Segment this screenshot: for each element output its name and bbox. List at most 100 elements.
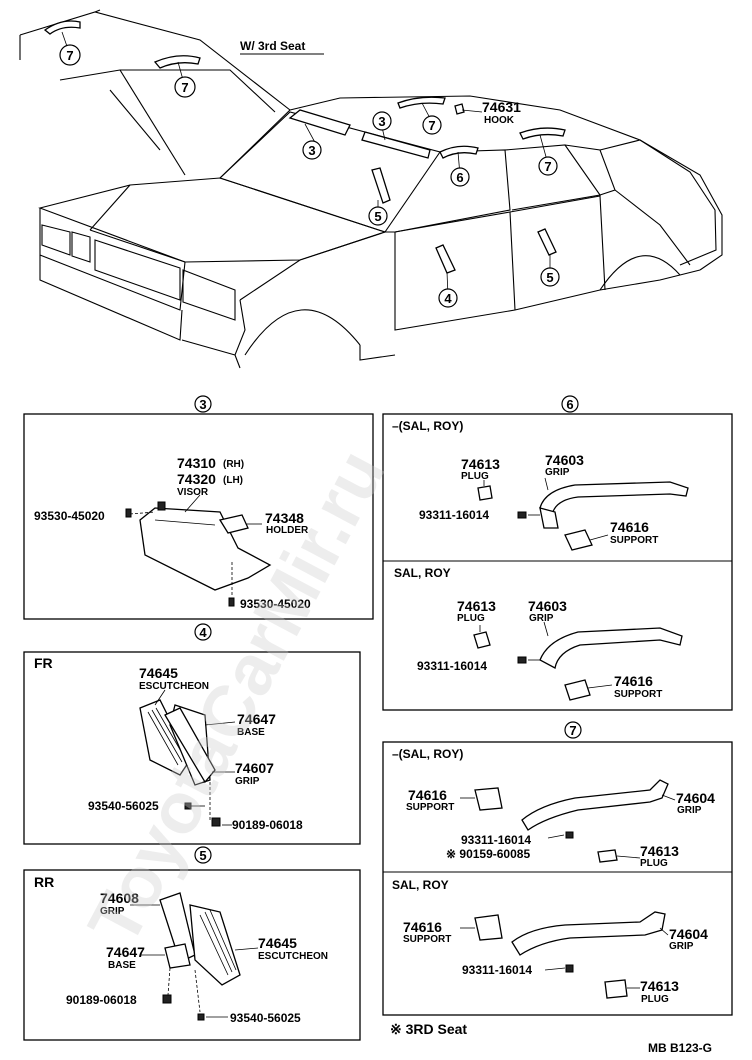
plug-6a-icon [477,485,493,501]
nut-fr-part-number: 90189-06018 [232,818,303,832]
escutcheon-rr-part-number: 74645 [258,935,297,951]
section-7b-label: SAL, ROY [392,878,449,892]
hook-part-name: HOOK [484,115,515,126]
visor-lh-tag: (LH) [223,475,243,486]
grip-6a-part-number: 74603 [545,452,584,468]
base-fr-part-number: 74647 [237,711,276,727]
screw-top-icon [125,508,132,518]
screw-7b-icon [565,964,574,973]
car-hook-icon [454,103,465,115]
plug-7a-part-name: PLUG [640,858,668,869]
car-door-grip-front-icon [435,244,456,274]
plug-6a-part-name: PLUG [461,471,489,482]
callout-3-b [372,111,392,131]
car-pillar-grip-icon [371,167,391,204]
car-door-grip-rear-icon [537,228,557,256]
footer-3rd-seat-note: ※ 3RD Seat [390,1021,467,1037]
callout-5-b-label: 5 [546,270,553,285]
car-visor-right-icon [361,131,431,159]
section-4-number-circle [194,623,212,641]
plug-6b-icon [473,631,491,649]
screw-fr-part-number: 93540-56025 [88,799,159,813]
screw-7a-icon [565,831,574,839]
grip-6a-end-icon [539,507,559,529]
support-6b-icon [564,679,591,701]
callout-7-d-label: 7 [544,159,551,174]
visor-pivot-icon [157,501,166,511]
screw-bottom-part-number: 93530-45020 [240,597,311,611]
plug-7b-part-name: PLUG [641,994,669,1005]
callout-5-a [368,206,388,226]
grip-7a-part-name: GRIP [677,805,702,816]
section-4-frame [23,651,361,845]
visor-rh-part-number: 74310 [177,455,216,471]
visor-lh-part-number: 74320 [177,471,216,487]
plug-7a-icon [597,849,618,863]
section-5-frame [23,869,361,1041]
support-7a-part-number: 74616 [408,787,447,803]
section-7-number: 7 [569,723,576,738]
escutcheon-rr-part-name: ESCUTCHEON [258,951,328,962]
section-5-number: 5 [199,848,206,863]
screw-rr-icon [197,1013,205,1021]
callout-7-b [174,76,196,98]
section-5-label: RR [34,874,54,890]
visor-part-name: VISOR [177,487,209,498]
screw-7b-part-number: 93311-16014 [462,963,532,977]
car-grip-side-icon [519,127,566,140]
nut-rr-icon [162,994,172,1004]
section-3-frame [23,413,374,620]
section-7-frame [382,741,733,1016]
screw-6a-icon [517,511,527,519]
grip-fr-part-name: GRIP [235,776,260,787]
plug-7a-part-number: 74613 [640,843,679,859]
car-grip-mid-icon [439,145,479,159]
callout-6-label: 6 [456,170,463,185]
section-6a-label: –(SAL, ROY) [392,419,463,433]
grip-6b-icon [539,627,683,669]
plug-7b-icon [604,979,628,999]
plug-7b-part-number: 74613 [640,978,679,994]
screw-top-part-number: 93530-45020 [34,509,105,523]
grip-7b-part-name: GRIP [669,941,694,952]
callout-7-d [538,156,558,176]
escutcheon-fr-icon [139,699,191,776]
callout-3-b-label: 3 [378,114,385,129]
callout-5-b [540,267,560,287]
support-6a-icon [564,529,593,551]
escutcheon-fr-part-name: ESCUTCHEON [139,681,209,692]
car-grip-front-icon [397,96,446,109]
base-rr-part-number: 74647 [106,944,145,960]
car-illustration: 7 7 7 3 3 6 7 5 5 4 W/ 3rd Seat 74631 HO… [19,9,723,369]
screw-rr-part-number: 93540-56025 [230,1011,301,1025]
callout-7-a [59,44,81,66]
grip-7b-icon [511,911,666,956]
support-7b-part-number: 74616 [403,919,442,935]
sun-visor-icon [139,507,272,591]
plug-6a-part-number: 74613 [461,456,500,472]
grip-6a-icon [539,481,689,517]
support-7b-part-name: SUPPORT [403,934,451,945]
screw-fr-icon [184,802,192,810]
callout-7-c-label: 7 [428,118,435,133]
base-rr-part-name: BASE [108,960,136,971]
screw-7a-3rd-seat-part-number: ※ 90159-60085 [446,847,530,861]
support-7b-icon [474,914,503,941]
nut-rr-part-number: 90189-06018 [66,993,137,1007]
section-4-front-grip: 4 FR 74645 ESCUTCHEON 74647 BASE 74607 G… [23,623,361,845]
callout-7-c [422,115,442,135]
callout-7-a-label: 7 [66,48,73,63]
grip-fr-part-number: 74607 [235,760,274,776]
escutcheon-fr-part-number: 74645 [139,665,178,681]
grip-7b-part-number: 74604 [669,926,708,942]
callout-5-a-label: 5 [374,209,381,224]
callout-3-a-label: 3 [308,143,315,158]
grip-6a-part-name: GRIP [545,467,570,478]
grip-rr-part-number: 74608 [100,890,139,906]
watermark: ToyotaCarMir.ru [73,437,400,957]
screw-6a-part-number: 93311-16014 [419,508,489,522]
grip-rr-part-name: GRIP [100,906,125,917]
holder-part-number: 74348 [265,510,304,526]
footer-diagram-code: MB B123-G [648,1041,712,1055]
